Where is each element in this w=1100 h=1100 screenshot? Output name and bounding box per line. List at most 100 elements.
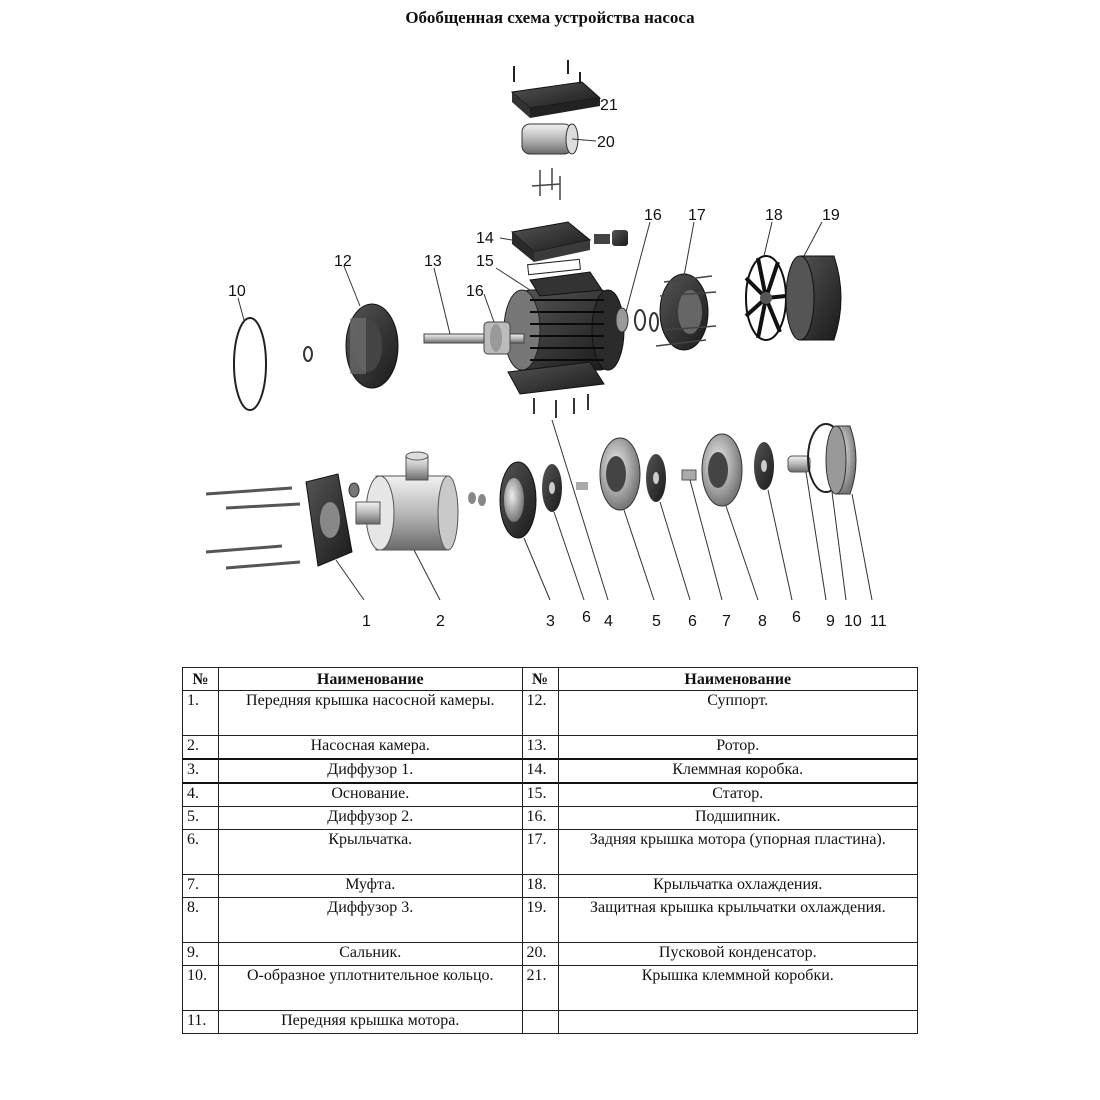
cell-num: 21.: [521, 965, 559, 1011]
cell-num: [521, 1010, 559, 1034]
stator-housing: [503, 271, 625, 371]
small-nut: [468, 492, 476, 504]
cell-num: 9.: [182, 942, 219, 966]
start-capacitor: [521, 123, 579, 155]
callout-16-mid: 16: [466, 283, 484, 300]
cell-num: 11.: [182, 1010, 219, 1034]
callout-6-a: 6: [582, 609, 591, 626]
cell-num: 15.: [521, 782, 559, 807]
seal-washer: [303, 346, 313, 362]
impeller-1: [542, 464, 585, 601]
cell-num: 13.: [521, 735, 559, 760]
cell-num: 8.: [182, 897, 219, 943]
cell-num: 14.: [521, 758, 559, 784]
exploded-pump-diagram: 21 20 16 17 18 19 14 15 13 12 10 16 1 2 …: [205, 60, 887, 630]
callout-18: 18: [765, 207, 783, 224]
cell-name: Клеммная коробка.: [557, 758, 919, 784]
motor-front-cover: [825, 425, 873, 601]
cell-name: Диффузор 1.: [217, 758, 523, 784]
diffuser-2: [599, 437, 655, 601]
cell-num: 10.: [182, 965, 219, 1011]
callout-14: 14: [476, 230, 494, 247]
callout-21: 21: [600, 97, 618, 114]
callout-2: 2: [436, 613, 445, 630]
callout-1: 1: [362, 613, 371, 630]
cell-num: 1.: [182, 690, 219, 736]
table-row: 7. Муфта. 18. Крыльчатка охлаждения.: [182, 874, 919, 898]
cell-num: 4.: [182, 782, 219, 807]
cell-num: 3.: [182, 758, 219, 784]
table-row: 8. Диффузор 3. 19. Защитная крышка крыль…: [182, 897, 919, 943]
cell-num: 12.: [521, 690, 559, 736]
impeller-2: [646, 454, 691, 601]
cell-name: Муфта.: [217, 874, 523, 898]
table-row: 3. Диффузор 1. 14. Клеммная коробка.: [182, 758, 919, 784]
cell-name: Статор.: [557, 782, 919, 807]
callout-10-bottom: 10: [844, 613, 862, 630]
callout-6-b: 6: [688, 613, 697, 630]
callout-5: 5: [652, 613, 661, 630]
cell-name: Крышка клеммной коробки.: [557, 965, 919, 1011]
rear-bearing: [615, 307, 659, 333]
cell-num: 16.: [521, 806, 559, 830]
callout-10-top: 10: [228, 283, 246, 300]
fan-guard: [785, 255, 842, 341]
cell-num: 18.: [521, 874, 559, 898]
terminal-box: [510, 221, 592, 276]
cell-name: Насосная камера.: [217, 735, 523, 760]
cell-name: Суппорт.: [557, 690, 919, 736]
callout-19: 19: [822, 207, 840, 224]
cell-name: [557, 1010, 919, 1034]
table-header-row: № Наименование № Наименование: [182, 667, 919, 691]
cell-name: Ротор.: [557, 735, 919, 760]
callout-17: 17: [688, 207, 706, 224]
parts-table: № Наименование № Наименование 1. Передня…: [182, 667, 919, 1034]
cell-name: Диффузор 3.: [217, 897, 523, 943]
cell-name: Крыльчатка охлаждения.: [557, 874, 919, 898]
drain-plug: [348, 482, 360, 498]
cell-name: Задняя крышка мотора (упорная пластина).: [557, 829, 919, 875]
cell-name: Защитная крышка крыльчатки охлаждения.: [557, 897, 919, 943]
callout-7: 7: [722, 613, 731, 630]
callout-15: 15: [476, 253, 494, 270]
pump-front-cover: [305, 473, 365, 601]
callout-6-c: 6: [792, 609, 801, 626]
callout-16-top: 16: [644, 207, 662, 224]
cell-name: О-образное уплотнительное кольцо.: [217, 965, 523, 1011]
table-row: 4. Основание. 15. Статор.: [182, 782, 919, 807]
rotor-shaft: [423, 321, 525, 355]
header-num-right: №: [521, 667, 559, 691]
tie-bolts: [205, 486, 301, 570]
page-title: Обобщенная схема устройства насоса: [405, 8, 695, 27]
pump-chamber: [355, 451, 459, 601]
leader-lines: [237, 101, 823, 335]
diffuser-3: [701, 433, 759, 601]
table-row: 11. Передняя крышка мотора.: [182, 1010, 919, 1034]
cooling-fan: [744, 255, 787, 341]
motor-base: [507, 361, 609, 601]
callout-20: 20: [597, 134, 615, 151]
terminal-screws: [531, 168, 561, 200]
support-bracket: [345, 303, 399, 389]
callout-labels: 21 20 16 17 18 19 14 15 13 12 10 16 1 2 …: [228, 97, 887, 630]
callout-12: 12: [334, 253, 352, 270]
cell-name: Сальник.: [217, 942, 523, 966]
table-row: 6. Крыльчатка. 17. Задняя крышка мотора …: [182, 829, 919, 875]
diffuser-1: [499, 461, 551, 601]
table-row: 10. О-образное уплотнительное кольцо. 21…: [182, 965, 919, 1011]
table-row: 9. Сальник. 20. Пусковой конденсатор.: [182, 942, 919, 966]
rear-motor-cover: [655, 273, 717, 351]
shaft-seal: [787, 455, 827, 601]
cell-num: 2.: [182, 735, 219, 760]
table-row: 5. Диффузор 2. 16. Подшипник.: [182, 806, 919, 830]
table-row: 2. Насосная камера. 13. Ротор.: [182, 735, 919, 760]
cell-num: 6.: [182, 829, 219, 875]
callout-11: 11: [870, 613, 887, 630]
cell-num: 5.: [182, 806, 219, 830]
cell-name: Передняя крышка мотора.: [217, 1010, 523, 1034]
cell-name: Передняя крышка насосной камеры.: [217, 690, 523, 736]
header-name-right: Наименование: [557, 667, 919, 691]
table-row: 1. Передняя крышка насосной камеры. 12. …: [182, 690, 919, 736]
header-num-left: №: [182, 667, 219, 691]
terminal-box-cover: [510, 60, 602, 118]
